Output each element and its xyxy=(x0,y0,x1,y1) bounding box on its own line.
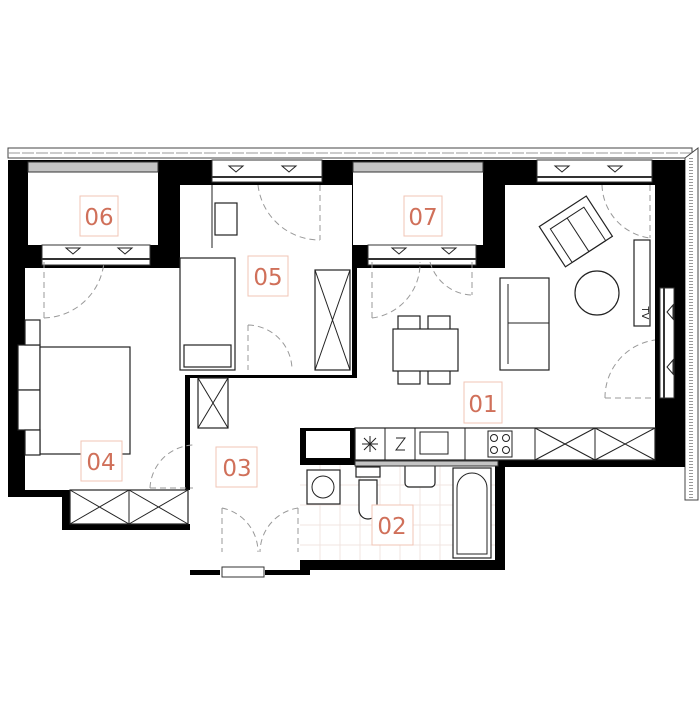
bathtub xyxy=(452,467,492,559)
desk-chair xyxy=(211,185,238,248)
closet-03 xyxy=(197,377,229,429)
door-swings xyxy=(43,184,656,553)
tv-unit: TV xyxy=(633,239,651,327)
room-label-03: 03 xyxy=(215,446,258,488)
room-label-05: 05 xyxy=(247,255,289,297)
svg-text:07: 07 xyxy=(408,205,437,231)
room-label-02: 02 xyxy=(371,504,414,546)
windows xyxy=(27,159,675,578)
armchair xyxy=(538,195,614,268)
kitchen-counter xyxy=(354,427,656,461)
room-label-04: 04 xyxy=(80,440,123,482)
sofa xyxy=(499,277,550,371)
toilet-tank xyxy=(355,466,381,478)
svg-text:03: 03 xyxy=(222,456,251,482)
room-label-01: 01 xyxy=(463,381,503,424)
svg-text:04: 04 xyxy=(86,450,115,476)
hob-icon xyxy=(487,430,513,458)
svg-text:02: 02 xyxy=(377,514,406,540)
room-label-06: 06 xyxy=(79,195,119,237)
tv-label: TV xyxy=(639,306,650,320)
wardrobe-04 xyxy=(69,489,189,525)
svg-text:01: 01 xyxy=(468,392,497,418)
dining-table xyxy=(392,315,459,385)
room-label-07: 07 xyxy=(403,195,443,237)
double-bed xyxy=(17,319,131,456)
coffee-table xyxy=(574,270,620,316)
washbasin xyxy=(404,464,436,488)
kitchen-sink xyxy=(419,431,449,455)
svg-text:06: 06 xyxy=(84,205,113,231)
single-bed xyxy=(179,257,236,371)
svg-text:05: 05 xyxy=(253,265,282,291)
wardrobe-05 xyxy=(314,269,351,371)
